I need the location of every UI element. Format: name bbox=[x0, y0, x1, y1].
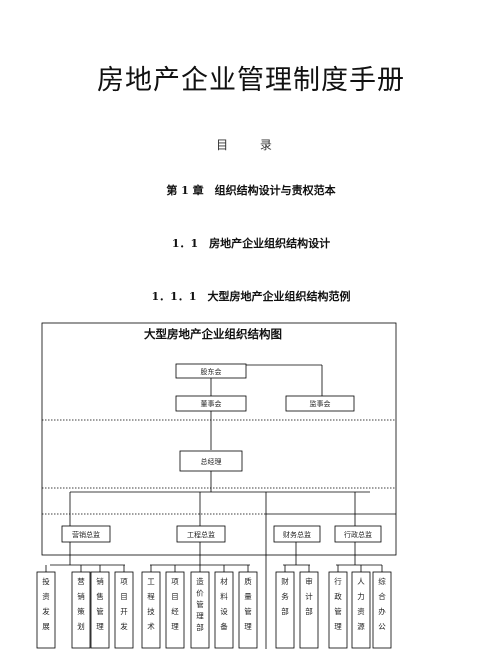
chapter-heading: 第 1 章 组织结构设计与责权范本 bbox=[166, 184, 336, 197]
department-row: 投资发展 营销策划 销售管理 项目开发 工程技术 项目经理 造价管理部 材料设备 质量管理 财务部… bbox=[36, 565, 392, 649]
gm-label: 总经理 bbox=[201, 457, 222, 466]
department-box-d12 bbox=[328, 571, 348, 649]
director-label-finance: 财务总监 bbox=[283, 530, 311, 539]
department-box-d14 bbox=[372, 571, 392, 649]
department-label-d5: 工程技术 bbox=[147, 577, 155, 631]
department-box-d11 bbox=[299, 571, 319, 649]
department-box-d9 bbox=[238, 571, 258, 649]
department-label-d4: 项目开发 bbox=[120, 577, 128, 631]
department-box-d2 bbox=[71, 571, 91, 649]
supervisors-label: 监事会 bbox=[310, 399, 331, 408]
director-box-marketing bbox=[61, 525, 111, 543]
department-label-d2: 营销策划 bbox=[77, 576, 85, 631]
department-label-d11: 审计部 bbox=[305, 576, 313, 616]
director-box-admin bbox=[334, 525, 382, 543]
shareholders-box bbox=[175, 363, 247, 379]
shareholders-label: 股东会 bbox=[201, 367, 222, 376]
department-box-d4 bbox=[114, 571, 134, 649]
subsection-heading: 1．1．1 大型房地产企业组织结构范例 bbox=[151, 290, 351, 303]
chart-frame bbox=[41, 322, 397, 556]
supervisors-box bbox=[285, 395, 355, 412]
department-box-d5 bbox=[141, 571, 161, 649]
toc-label: 目 录 bbox=[216, 138, 286, 152]
department-label-d12: 行政管理 bbox=[334, 576, 342, 631]
department-box-d1 bbox=[36, 571, 56, 649]
department-label-d10: 财务部 bbox=[281, 576, 289, 616]
department-label-d6: 项目经理 bbox=[171, 577, 179, 631]
board-box bbox=[175, 395, 247, 412]
department-box-d7 bbox=[190, 571, 210, 649]
gm-box bbox=[179, 450, 243, 472]
department-label-d14: 综合办公 bbox=[378, 576, 386, 631]
connectors bbox=[50, 364, 382, 649]
section-heading: 1．1 房地产企业组织结构设计 bbox=[171, 237, 331, 250]
department-box-d10 bbox=[275, 571, 295, 649]
department-label-d9: 质量管理 bbox=[244, 576, 252, 631]
department-label-d7: 造价管理部 bbox=[196, 576, 204, 632]
department-box-d6 bbox=[165, 571, 185, 649]
department-label-d8: 材料设备 bbox=[220, 576, 228, 631]
director-label-marketing: 营销总监 bbox=[72, 530, 100, 539]
director-box-finance bbox=[273, 525, 321, 543]
department-label-d13: 人力资源 bbox=[357, 577, 365, 631]
department-label-d1: 投资发展 bbox=[42, 576, 50, 631]
department-box-d3 bbox=[90, 571, 110, 649]
director-label-admin: 行政总监 bbox=[344, 530, 372, 539]
department-box-d8 bbox=[214, 571, 234, 649]
department-box-d13 bbox=[351, 571, 371, 649]
director-label-engineering: 工程总监 bbox=[187, 530, 215, 539]
department-label-d3: 销售管理 bbox=[96, 576, 104, 631]
page-title: 房地产企业管理制度手册 bbox=[97, 65, 405, 96]
board-label: 董事会 bbox=[201, 399, 222, 408]
org-chart-title: 大型房地产企业组织结构图 bbox=[144, 327, 282, 341]
director-box-engineering bbox=[176, 525, 226, 543]
